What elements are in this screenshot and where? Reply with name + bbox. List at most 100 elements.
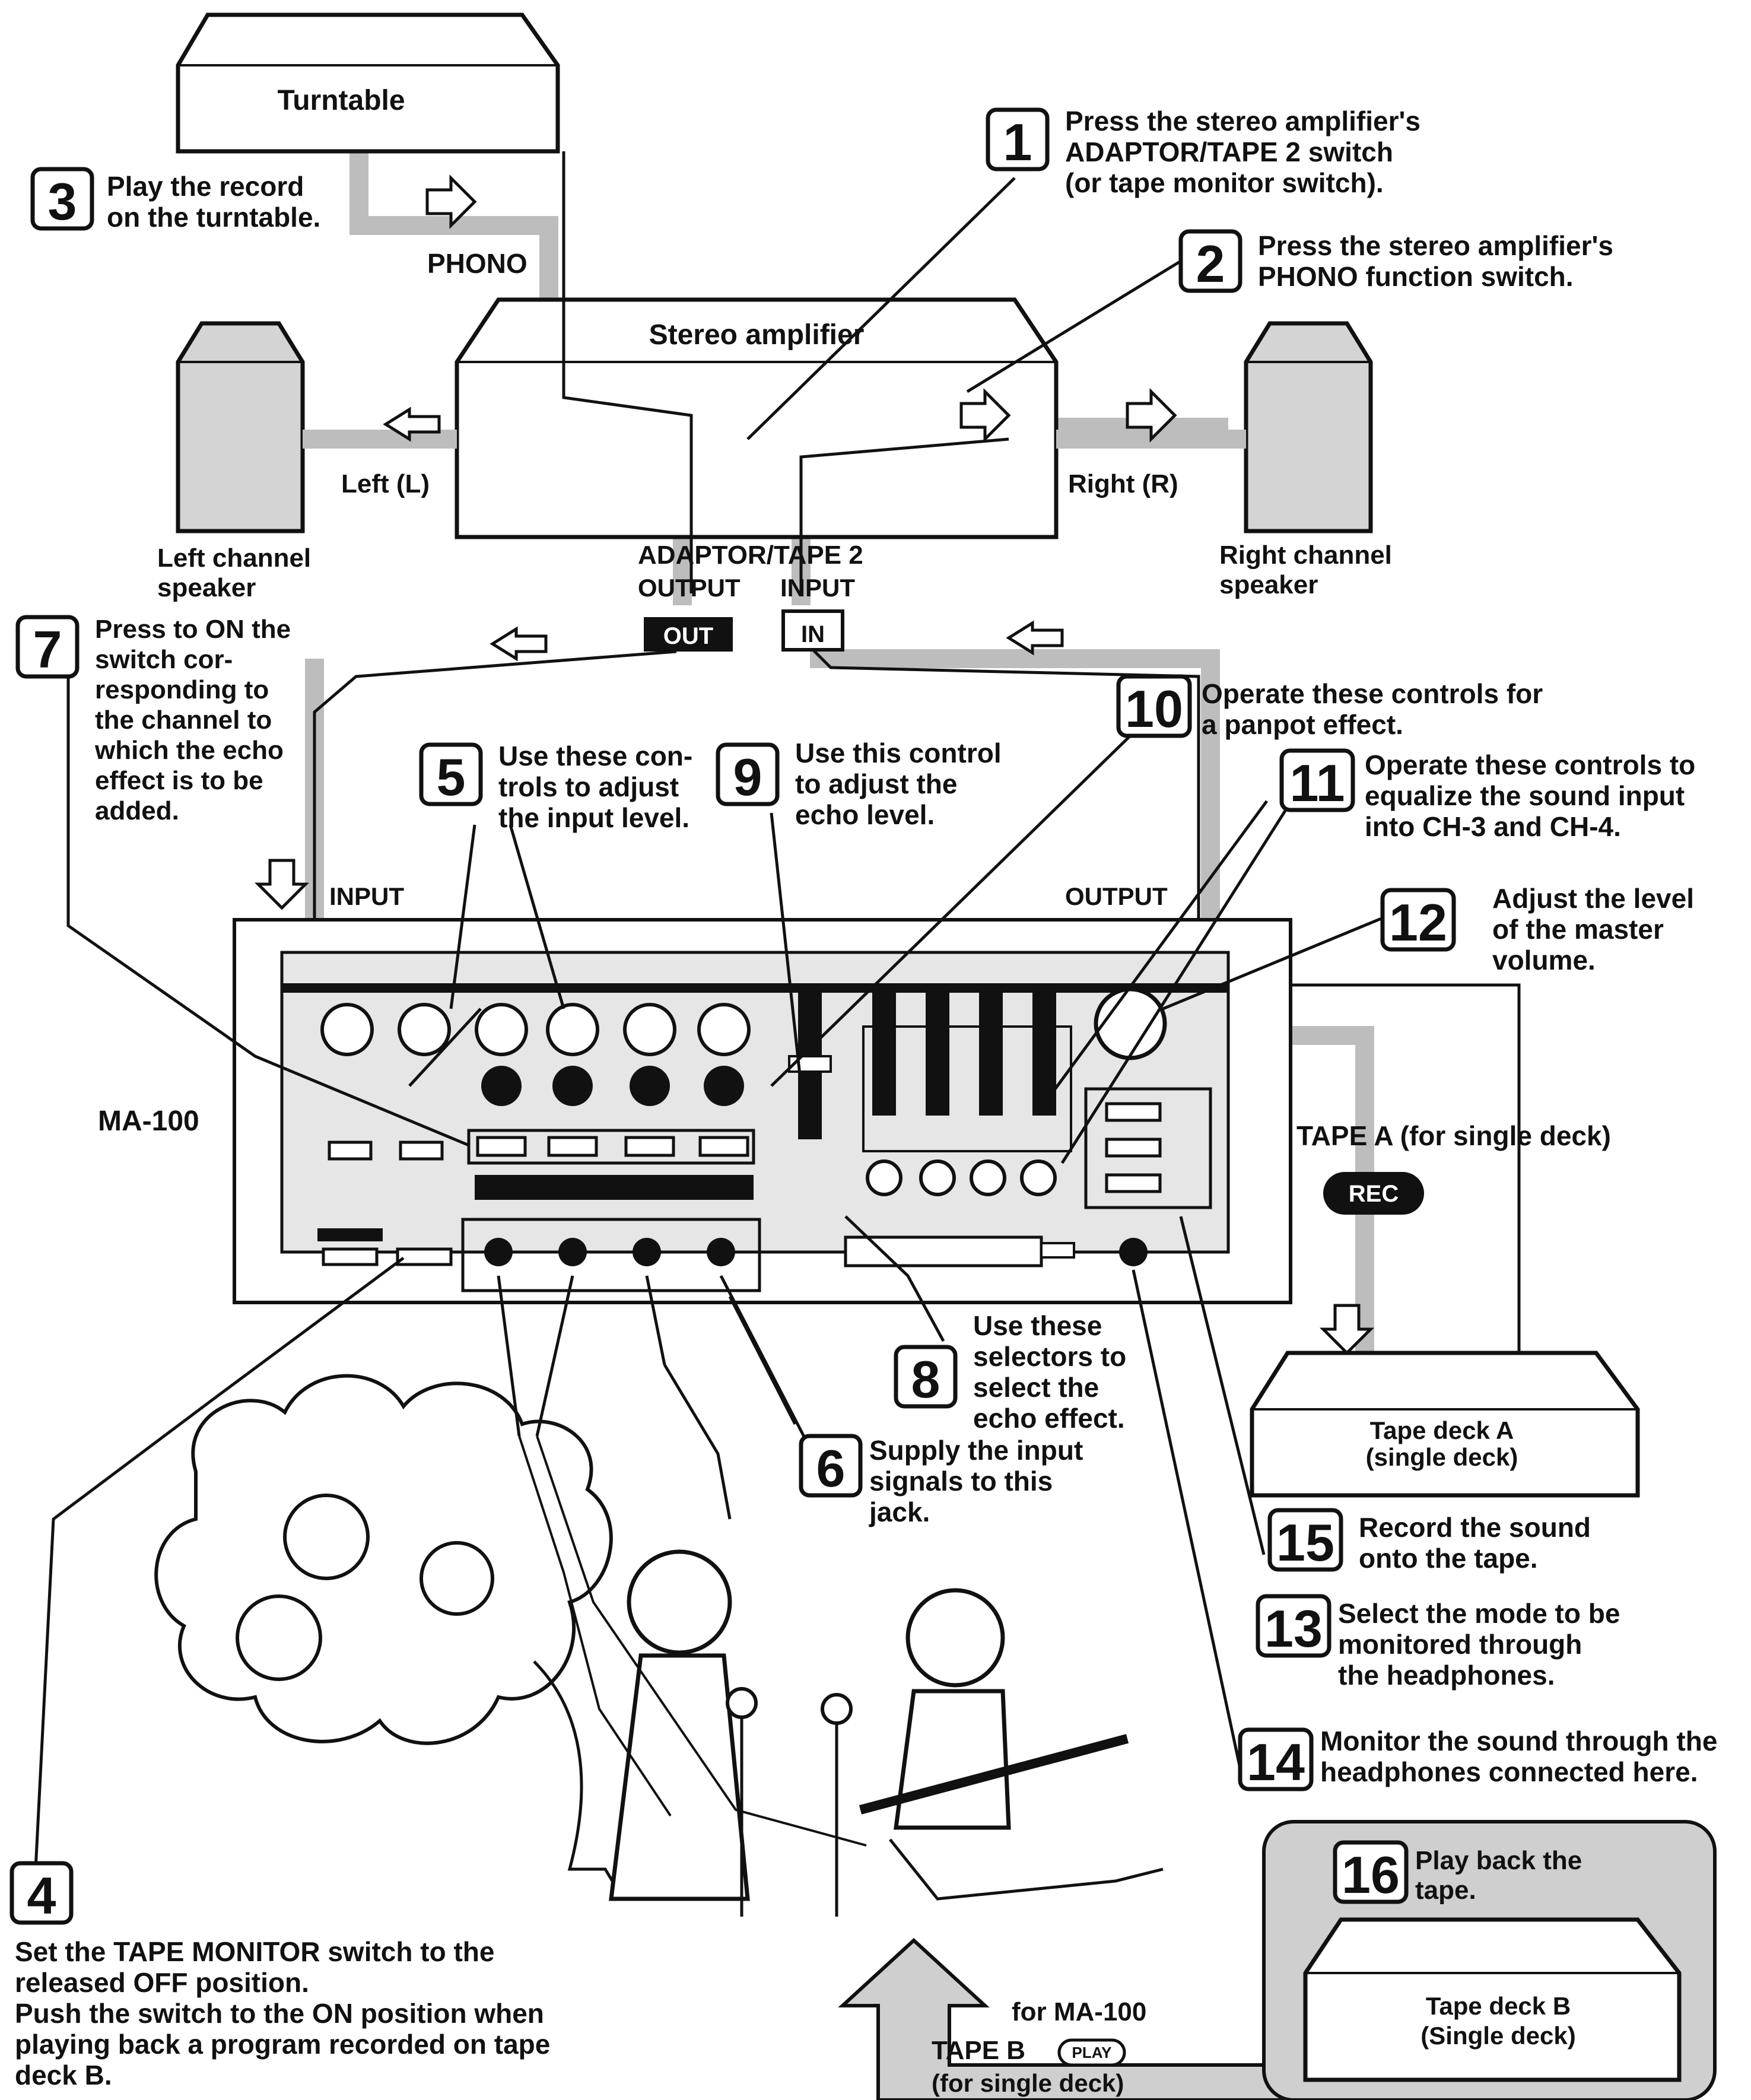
band-illustration xyxy=(154,1275,1164,1917)
input-down-arrow-icon xyxy=(254,859,310,910)
rec-badge: REC xyxy=(1323,1172,1424,1215)
step-3-text: Play the record on the turntable. xyxy=(107,171,320,233)
svg-text:equalize the sound input: equalize the sound input xyxy=(1365,780,1685,811)
left-channel-label: Left (L) xyxy=(341,469,430,498)
echo-switch-3[interactable] xyxy=(624,1136,675,1157)
svg-text:ADAPTOR/TAPE 2 switch: ADAPTOR/TAPE 2 switch xyxy=(1065,136,1393,167)
out-arrow-icon xyxy=(490,626,548,662)
monitor-mode-1[interactable] xyxy=(1105,1102,1162,1122)
echo-switch-2[interactable] xyxy=(547,1136,598,1157)
turntable: Turntable xyxy=(176,12,560,154)
in-jack: IN xyxy=(781,609,844,652)
step-5-number: 5 xyxy=(419,742,483,806)
eq-knob-1[interactable] xyxy=(866,1159,902,1196)
wires xyxy=(313,151,1521,1365)
eq-knob-2[interactable] xyxy=(919,1159,956,1196)
svg-text:Press to ON the: Press to ON the xyxy=(95,615,291,644)
step-13-number: 13 xyxy=(1256,1594,1331,1658)
svg-text:3: 3 xyxy=(48,172,77,231)
master-volume-knob[interactable] xyxy=(1094,987,1167,1060)
step-13-text: Select the mode to be monitored through … xyxy=(1338,1598,1620,1691)
amp-output-label: OUTPUT xyxy=(638,574,741,602)
step-4-text: Set the TAPE MONITOR switch to the relea… xyxy=(15,1936,550,2091)
svg-text:Use these: Use these xyxy=(973,1310,1102,1341)
step-15-text: Record the sound onto the tape. xyxy=(1359,1512,1591,1574)
eq-fader-4[interactable] xyxy=(1032,985,1056,1116)
out-jack: OUT xyxy=(644,617,733,652)
input-knob-3[interactable] xyxy=(475,1003,528,1056)
ch1-switch[interactable] xyxy=(328,1140,373,1161)
svg-text:Operate these controls to: Operate these controls to xyxy=(1365,749,1695,780)
svg-text:effect is to be: effect is to be xyxy=(95,766,263,795)
svg-text:deck B.: deck B. xyxy=(15,2060,112,2091)
svg-text:released OFF position.: released OFF position. xyxy=(15,1967,309,1998)
svg-text:a panpot effect.: a panpot effect. xyxy=(1202,709,1403,740)
speaker-right-arrow-icon xyxy=(1126,387,1177,443)
step-4-number: 4 xyxy=(9,1861,74,1925)
eq-knob-4[interactable] xyxy=(1020,1159,1057,1196)
input-jack-4[interactable] xyxy=(707,1238,735,1266)
headphone-jack[interactable] xyxy=(1119,1238,1148,1266)
svg-text:1: 1 xyxy=(1003,113,1032,171)
panpot-knob-1[interactable] xyxy=(481,1066,522,1106)
eq-fader-3[interactable] xyxy=(979,985,1003,1116)
input-knob-1[interactable] xyxy=(320,1003,374,1056)
step-9-number: 9 xyxy=(716,742,780,806)
ch2-switch[interactable] xyxy=(399,1140,444,1161)
right-speaker xyxy=(1244,321,1373,533)
panpot-knob-4[interactable] xyxy=(704,1066,744,1106)
tape-monitor-switch[interactable] xyxy=(322,1247,379,1266)
step-2-text: Press the stereo amplifier's PHONO funct… xyxy=(1258,230,1613,292)
tape-monitor-switch-2[interactable] xyxy=(396,1247,453,1266)
svg-text:14: 14 xyxy=(1247,1733,1305,1791)
left-arrow-icon xyxy=(383,406,441,442)
step-15-number: 15 xyxy=(1267,1508,1343,1572)
input-knob-2[interactable] xyxy=(398,1003,451,1056)
step-5-text: Use these con- trols to adjust the input… xyxy=(498,741,692,833)
rec-badge-label: REC xyxy=(1349,1181,1399,1207)
eq-knob-3[interactable] xyxy=(970,1159,1006,1196)
svg-text:10: 10 xyxy=(1125,679,1183,738)
svg-text:5: 5 xyxy=(437,748,466,806)
svg-text:6: 6 xyxy=(816,1439,846,1498)
out-jack-label: OUT xyxy=(663,623,713,649)
amp-right-arrow-icon xyxy=(959,387,1011,443)
svg-text:which the echo: which the echo xyxy=(94,736,284,765)
right-channel-label: Right (R) xyxy=(1068,469,1178,498)
input-jack-2[interactable] xyxy=(558,1238,587,1266)
in-arrow-icon xyxy=(1006,620,1064,656)
svg-text:responding to: responding to xyxy=(95,675,269,704)
monitor-mode-2[interactable] xyxy=(1105,1138,1162,1158)
in-jack-label: IN xyxy=(801,621,825,647)
step-3-number: 3 xyxy=(30,167,94,231)
input-jack-1[interactable] xyxy=(484,1238,513,1266)
input-knob-5[interactable] xyxy=(623,1003,676,1056)
step-16-text: Play back the tape. xyxy=(1415,1846,1582,1905)
panpot-knob-2[interactable] xyxy=(552,1066,593,1106)
right-speaker-line1: Right channel xyxy=(1219,541,1392,570)
echo-effect-selector[interactable] xyxy=(844,1235,1043,1267)
phono-arrow-icon xyxy=(425,174,477,230)
monitor-mode-3[interactable] xyxy=(1105,1173,1162,1193)
svg-text:onto the tape.: onto the tape. xyxy=(1359,1543,1538,1574)
svg-text:Press the stereo amplifier's: Press the stereo amplifier's xyxy=(1258,230,1613,261)
eq-fader-1[interactable] xyxy=(872,985,896,1116)
svg-text:echo level.: echo level. xyxy=(795,799,935,830)
panpot-knob-3[interactable] xyxy=(630,1066,670,1106)
input-knob-6[interactable] xyxy=(697,1003,751,1056)
input-knob-4[interactable] xyxy=(546,1003,599,1056)
svg-text:(or tape monitor switch).: (or tape monitor switch). xyxy=(1065,167,1384,198)
adaptor-label: ADAPTOR/TAPE 2 xyxy=(638,541,863,570)
step-1-text: Press the stereo amplifier's ADAPTOR/TAP… xyxy=(1065,106,1420,198)
step-texts: Press the stereo amplifier's ADAPTOR/TAP… xyxy=(15,106,1717,2091)
input-jack-3[interactable] xyxy=(633,1238,661,1266)
echo-switch-4[interactable] xyxy=(698,1136,749,1157)
svg-text:15: 15 xyxy=(1276,1513,1334,1572)
eq-fader-2[interactable] xyxy=(926,985,949,1116)
echo-switch-1[interactable] xyxy=(476,1136,527,1157)
mixer-input-label: INPUT xyxy=(329,882,404,910)
mixer-output-label: OUTPUT xyxy=(1065,882,1168,910)
mixer-ma100 xyxy=(233,918,1292,1304)
step-numbers: 1 2 3 4 5 6 7 8 9 10 11 12 13 14 15 16 xyxy=(9,107,1456,1925)
tape-deck-a-line1: Tape deck A xyxy=(1370,1416,1514,1444)
